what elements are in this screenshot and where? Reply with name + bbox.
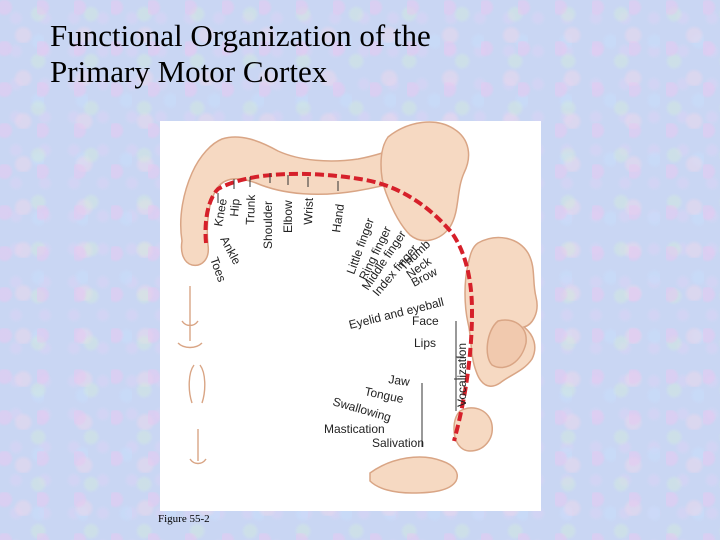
slide-title-line-1: Functional Organization of the bbox=[50, 18, 431, 53]
figure-caption: Figure 55-2 bbox=[158, 513, 210, 525]
label-trunk: Trunk bbox=[243, 193, 258, 225]
motor-homunculus-figure: Toes Ankle Knee Hip Trunk Shoulder Elbow… bbox=[160, 121, 541, 511]
label-vocalization: Vocalization bbox=[455, 343, 469, 407]
label-lips: Lips bbox=[414, 336, 436, 350]
label-shoulder: Shoulder bbox=[261, 201, 275, 249]
label-face: Face bbox=[412, 314, 439, 328]
brain-section-sketches bbox=[177, 286, 207, 465]
hand-drawing bbox=[380, 121, 470, 242]
homunculus-body-drawing bbox=[179, 121, 538, 494]
homunculus-illustration: Toes Ankle Knee Hip Trunk Shoulder Elbow… bbox=[177, 121, 538, 494]
label-jaw: Jaw bbox=[388, 372, 411, 389]
label-hip: Hip bbox=[227, 198, 243, 217]
label-knee: Knee bbox=[211, 197, 230, 227]
label-tick-lines bbox=[217, 173, 464, 447]
label-elbow: Elbow bbox=[281, 200, 295, 233]
label-mastication: Mastication bbox=[324, 422, 385, 436]
label-salivation: Salivation bbox=[372, 436, 424, 450]
label-toes: Toes bbox=[207, 255, 229, 284]
slide-title-line-2: Primary Motor Cortex bbox=[50, 54, 328, 89]
tongue-drawing bbox=[453, 407, 493, 452]
mouth-drawing bbox=[486, 319, 527, 369]
pharynx-drawing bbox=[369, 456, 458, 494]
slide-title: Functional Organization of the Primary M… bbox=[50, 18, 431, 90]
label-wrist: Wrist bbox=[301, 197, 316, 225]
label-hand: Hand bbox=[329, 203, 347, 233]
cortex-boundary-dashed bbox=[203, 171, 475, 442]
